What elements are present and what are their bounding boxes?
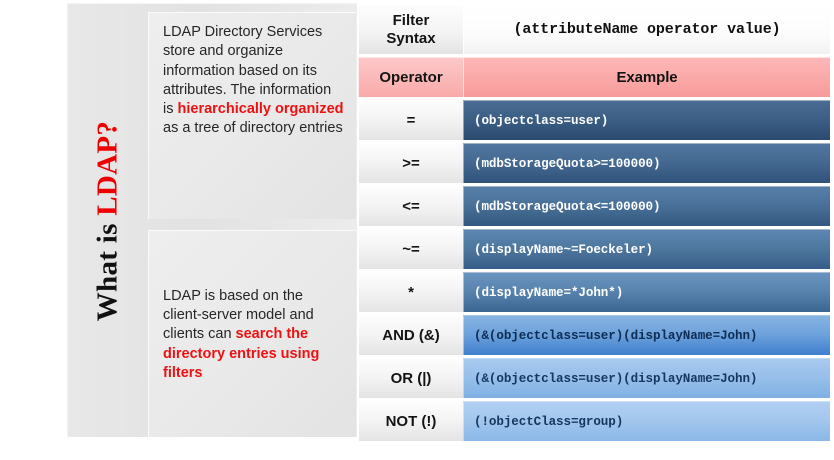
- table-row[interactable]: * (displayName=*John*): [358, 272, 830, 312]
- definition-text-after: as a tree of directory entries: [163, 120, 343, 137]
- info-card-filters-text: LDAP is based on the client-server model…: [163, 287, 344, 383]
- table-row[interactable]: AND (&) (&(objectclass=user)(displayName…: [358, 315, 830, 355]
- cell-operator: AND (&): [358, 315, 463, 355]
- cell-example: (mdbStorageQuota>=100000): [463, 143, 830, 183]
- info-card-filters: LDAP is based on the client-server model…: [148, 230, 356, 437]
- cell-operator: =: [358, 100, 463, 140]
- table-row[interactable]: ~= (displayName~=Foeckeler): [358, 229, 830, 269]
- filter-syntax-value: (attributeName operator value): [463, 4, 830, 54]
- filters-highlight: search the directory entries using filte…: [163, 326, 320, 381]
- filter-syntax-label: Filter Syntax: [358, 4, 463, 54]
- cell-operator: >=: [358, 143, 463, 183]
- cell-example: (displayName~=Foeckeler): [463, 229, 830, 269]
- vertical-title-rail: What is LDAP?: [68, 4, 148, 438]
- page-title: What is LDAP?: [92, 121, 125, 321]
- cell-example: (objectclass=user): [463, 100, 830, 140]
- cell-example: (mdbStorageQuota<=100000): [463, 186, 830, 226]
- cell-operator: *: [358, 272, 463, 312]
- cell-operator: ~=: [358, 229, 463, 269]
- definition-highlight: hierarchically organized: [177, 101, 344, 118]
- cell-operator: NOT (!): [358, 401, 463, 441]
- table-header-row: Operator Example: [358, 57, 830, 97]
- info-card-definition-text: LDAP Directory Services store and organi…: [163, 23, 344, 139]
- cell-operator: <=: [358, 186, 463, 226]
- table-row-filter-syntax: Filter Syntax (attributeName operator va…: [358, 4, 830, 54]
- cell-example: (&(objectclass=user)(displayName=John): [463, 358, 830, 398]
- cell-operator: OR (|): [358, 358, 463, 398]
- definition-text-before: LDAP Directory Services store and organi…: [163, 24, 332, 118]
- page-title-accent: LDAP?: [91, 120, 124, 216]
- filters-text-before: LDAP is based on the client-server model…: [163, 287, 314, 343]
- table-row[interactable]: = (objectclass=user): [358, 100, 830, 140]
- table-row[interactable]: >= (mdbStorageQuota>=100000): [358, 143, 830, 183]
- cell-example: (&(objectclass=user)(displayName=John): [463, 315, 830, 355]
- table-row[interactable]: NOT (!) (!objectClass=group): [358, 401, 830, 441]
- table-row[interactable]: <= (mdbStorageQuota<=100000): [358, 186, 830, 226]
- filter-syntax-label-line1: Filter: [392, 12, 430, 30]
- table-row[interactable]: OR (|) (&(objectclass=user)(displayName=…: [358, 358, 830, 398]
- cell-example: (!objectClass=group): [463, 401, 830, 441]
- page-title-plain: What is: [91, 215, 124, 322]
- column-header-example: Example: [463, 57, 830, 97]
- info-card-definition: LDAP Directory Services store and organi…: [148, 12, 356, 219]
- ldap-filter-table: Filter Syntax (attributeName operator va…: [358, 2, 830, 442]
- left-panel: What is LDAP? LDAP Directory Services st…: [67, 3, 357, 437]
- filter-syntax-label-line2: Syntax: [386, 29, 436, 47]
- column-header-operator: Operator: [358, 57, 463, 97]
- cell-example: (displayName=*John*): [463, 272, 830, 312]
